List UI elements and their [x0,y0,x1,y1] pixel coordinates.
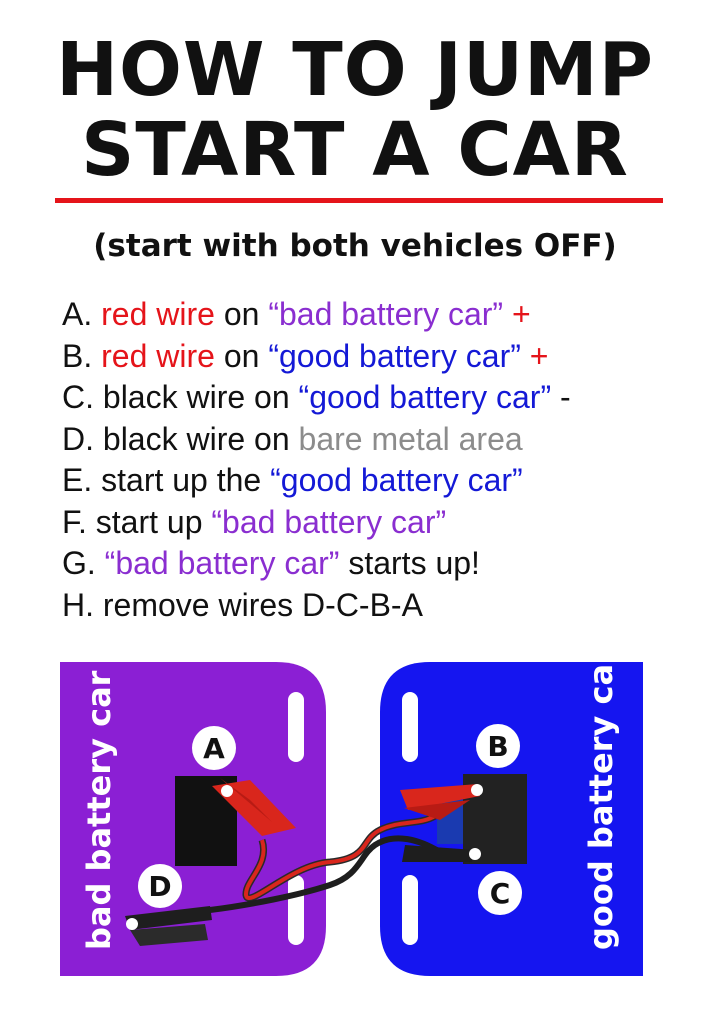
step-text: black wire on [102,420,299,457]
good-car-slot-top [402,692,418,762]
step-item: A. red wire on “bad battery car” + [62,294,702,336]
page-title: HOW TO JUMP START A CAR [0,30,710,190]
step-text: bare metal area [298,420,523,457]
marker-a: A [192,726,236,770]
step-text: - [551,379,571,415]
marker-b-label: B [487,730,508,763]
black-clamp-c [402,845,481,862]
step-text: “good battery car” [268,337,521,374]
good-car-label: good battery car [582,648,620,950]
step-text: “bad battery car” [268,296,504,332]
step-prefix: D. [62,420,103,457]
step-prefix: E. [62,462,102,498]
marker-d-label: D [148,870,171,903]
bad-car-label: bad battery car [80,670,118,950]
step-text: “good battery car” [270,462,523,498]
step-item: C. black wire on “good battery car” - [62,377,702,419]
step-text: red wire [101,337,215,374]
step-prefix: G. [62,545,105,581]
red-clamp-b [400,784,483,820]
step-text: red wire [101,296,215,332]
black-cable [209,835,442,913]
step-text: on [214,296,269,332]
title-line-2: START A CAR [81,107,629,193]
black-clamp-d [125,906,212,946]
bad-car-slot-bottom [288,875,304,945]
step-text: start up [95,503,212,540]
step-prefix: A. [62,296,102,332]
subtitle: (start with both vehicles OFF) [93,228,617,264]
step-text: remove wires D-C-B-A [102,586,423,623]
marker-b: B [476,724,520,768]
step-item: G. “bad battery car” starts up! [62,543,702,585]
step-item: F. start up “bad battery car” [62,502,702,544]
step-item: D. black wire on bare metal area [62,419,702,461]
steps-list: A. red wire on “bad battery car” +B. red… [62,294,702,626]
bad-car-slot-top [288,692,304,762]
step-prefix: F. [62,503,96,540]
red-cable-core [244,814,437,900]
title-line-1: HOW TO JUMP [56,27,654,113]
step-text: “bad battery car” [104,545,340,581]
step-item: E. start up the “good battery car” [62,460,702,502]
good-car-slot-bottom [402,875,418,945]
step-prefix: C. [62,379,103,415]
step-text: start up the [101,462,271,498]
step-prefix: B. [62,337,102,374]
step-text: “good battery car” [298,379,552,415]
step-text: + [520,337,549,374]
marker-c: C [478,871,522,915]
marker-d: D [138,864,182,908]
jump-start-diagram: bad battery car good battery car A B [60,648,643,976]
step-text: + [503,296,531,332]
step-item: B. red wire on “good battery car” + [62,336,702,378]
step-text: starts up! [339,545,480,581]
step-item: H. remove wires D-C-B-A [62,585,702,627]
marker-a-label: A [203,732,225,765]
red-clamp-a [212,778,296,836]
step-text: on [214,337,269,374]
step-text: black wire on [102,379,299,415]
step-prefix: H. [62,586,103,623]
step-text: “bad battery car” [211,503,447,540]
marker-c-label: C [490,877,511,910]
title-divider [55,198,663,203]
